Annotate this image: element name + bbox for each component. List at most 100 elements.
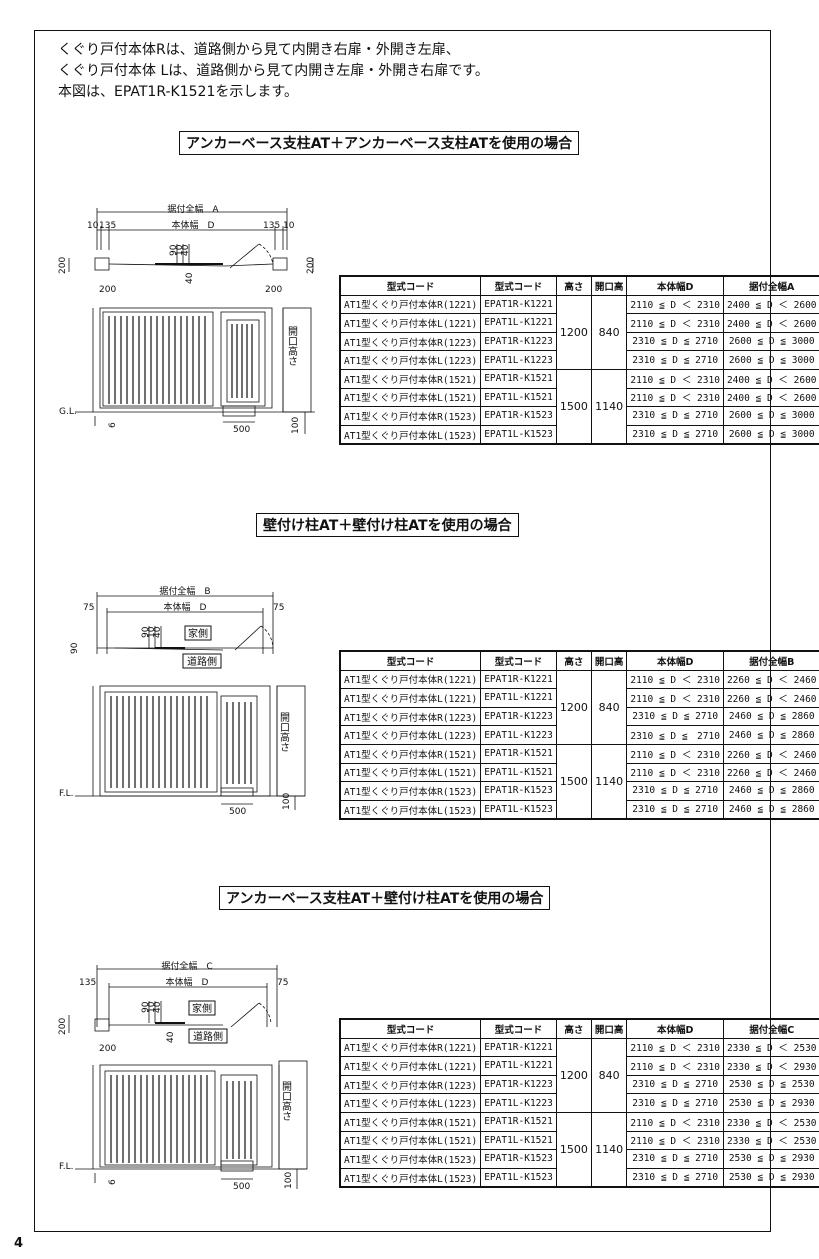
road-side-label: 道路側 <box>187 655 217 668</box>
table-cell: 2110 ≦ D ＜ 2310 <box>626 669 724 690</box>
road-side-label: 道路側 <box>193 1030 223 1043</box>
table-cell: EPAT1L-K1223 <box>480 725 557 745</box>
dim-side-left: 200 <box>58 257 68 274</box>
table-cell: 2310 ≦ D ≦ 2710 <box>626 706 724 727</box>
column-header: 据付全幅C <box>722 1018 819 1039</box>
table-cell: 2310 ≦ D ≦ 2710 <box>626 1093 724 1113</box>
dim-gl-left: 6 <box>108 1179 118 1185</box>
column-header: 本体幅D <box>626 275 724 296</box>
dim-leaf-b: 10 <box>147 626 157 638</box>
table-cell: EPAT1R-K1223 <box>480 706 557 727</box>
dim-leaf-b: 10 <box>147 1001 157 1013</box>
table-cell: AT1型くぐり戸付本体L(1521) <box>339 1130 482 1151</box>
table-cell: AT1型くぐり戸付本体R(1521) <box>339 743 482 764</box>
table-cell: AT1型くぐり戸付本体R(1223) <box>339 331 482 352</box>
table-cell: AT1型くぐり戸付本体R(1221) <box>339 669 482 690</box>
table-cell: EPAT1R-K1523 <box>480 406 557 426</box>
table-cell: 840 <box>590 669 628 745</box>
dim-left-out: 135 <box>79 978 96 988</box>
table-cell: 1140 <box>590 368 628 445</box>
dim-side-left: 200 <box>58 1018 68 1035</box>
table-cell: 2110 ≦ D ＜ 2310 <box>626 1130 724 1151</box>
table-cell: AT1型くぐり戸付本体R(1523) <box>339 406 482 426</box>
table-cell: 2330 ≦ D ＜ 2530 <box>722 1111 819 1132</box>
table-cell: EPAT1R-K1221 <box>480 294 557 315</box>
table-cell: 2600 ≦ D ≦ 3000 <box>722 350 819 370</box>
table-cell: 2310 ≦ D ≦ 2710 <box>626 424 724 445</box>
table-cell: 1140 <box>590 1111 628 1188</box>
dim-bottom: 500 <box>233 425 250 435</box>
table-cell: 2110 ≦ D ＜ 2310 <box>626 1111 724 1132</box>
table-cell: 2310 ≦ D ≦ 2710 <box>626 1167 724 1188</box>
table-cell: 2260 ≦ D ＜ 2460 <box>722 688 819 708</box>
dim-left-out: 75 <box>83 603 94 613</box>
opening-height-label: 開口高さ <box>280 1081 292 1121</box>
table-cell: 1500 <box>555 368 592 445</box>
table-cell: 2110 ≦ D ＜ 2310 <box>626 387 724 408</box>
table-cell: EPAT1L-K1523 <box>480 1167 557 1188</box>
table-cell: EPAT1L-K1523 <box>480 424 557 445</box>
table-cell: 2330 ≦ D ＜ 2930 <box>722 1056 819 1076</box>
table-cell: 2600 ≦ D ≦ 3000 <box>722 331 819 352</box>
table-cell: AT1型くぐり戸付本体L(1221) <box>339 313 482 333</box>
dim-left-out: 10 <box>87 221 99 231</box>
intro-line-1: くぐり戸付本体Rは、道路側から見て内開き右扉・外開き左扉、 <box>58 42 460 58</box>
column-header: 型式コード <box>480 650 557 671</box>
table-cell: 2460 ≦ D ≦ 2860 <box>722 799 819 820</box>
table-cell: 2530 ≦ D ≦ 2930 <box>722 1093 819 1113</box>
table-cell: 2460 ≦ D ≦ 2860 <box>722 725 819 745</box>
table-cell: 2310 ≦ D ≦ 2710 <box>626 350 724 370</box>
section-2-drawing: 据付全幅 B 本体幅 D 75 75 90 90 10 40 500 F.L. … <box>59 585 306 817</box>
table-cell: AT1型くぐり戸付本体L(1223) <box>339 350 482 370</box>
column-header: 開口高 <box>590 1018 628 1039</box>
table-cell: 2400 ≦ D ＜ 2600 <box>722 368 819 389</box>
dim-gl-right: 100 <box>291 417 301 434</box>
table-cell: 2460 ≦ D ≦ 2860 <box>722 706 819 727</box>
table-cell: 2400 ≦ D ＜ 2600 <box>722 313 819 333</box>
table-cell: 1200 <box>555 294 592 370</box>
table-cell: 2310 ≦ D ≦ 2710 <box>626 781 724 801</box>
table-cell: 2110 ≦ D ＜ 2310 <box>626 1037 724 1058</box>
dim-side-left: 90 <box>70 642 80 654</box>
column-header: 本体幅D <box>626 1018 724 1039</box>
table-cell: 2260 ≦ D ＜ 2460 <box>722 669 819 690</box>
dim-leaf-d: 40 <box>166 1031 176 1043</box>
table-cell: 2310 ≦ D ≦ 2710 <box>626 725 724 745</box>
table-cell: EPAT1L-K1223 <box>480 350 557 370</box>
table-cell: 2310 ≦ D ≦ 2710 <box>626 1074 724 1095</box>
table-cell: EPAT1R-K1521 <box>480 368 557 389</box>
table-row: AT1型くぐり戸付本体L(1223)EPAT1L-K1223 2310 ≦ D ≦… <box>339 350 819 370</box>
page-number: 4 <box>14 1236 24 1251</box>
column-header: 型式コード <box>339 275 482 296</box>
table-cell: EPAT1R-K1523 <box>480 781 557 801</box>
table-cell: AT1型くぐり戸付本体L(1221) <box>339 1056 482 1076</box>
table-cell: EPAT1R-K1223 <box>480 331 557 352</box>
dim-left-in: 135 <box>99 221 116 231</box>
intro-line-3: 本図は、EPAT1R-K1521を示します。 <box>58 84 298 100</box>
dim-leaf-a: 90 <box>141 1001 151 1013</box>
table-cell: EPAT1R-K1221 <box>480 1037 557 1058</box>
column-header: 高さ <box>555 650 592 671</box>
table-cell: EPAT1R-K1221 <box>480 669 557 690</box>
dim-right-out: 75 <box>273 603 284 613</box>
table-cell: 2460 ≦ D ≦ 2860 <box>722 781 819 801</box>
table-cell: 2400 ≦ D ＜ 2600 <box>722 294 819 315</box>
